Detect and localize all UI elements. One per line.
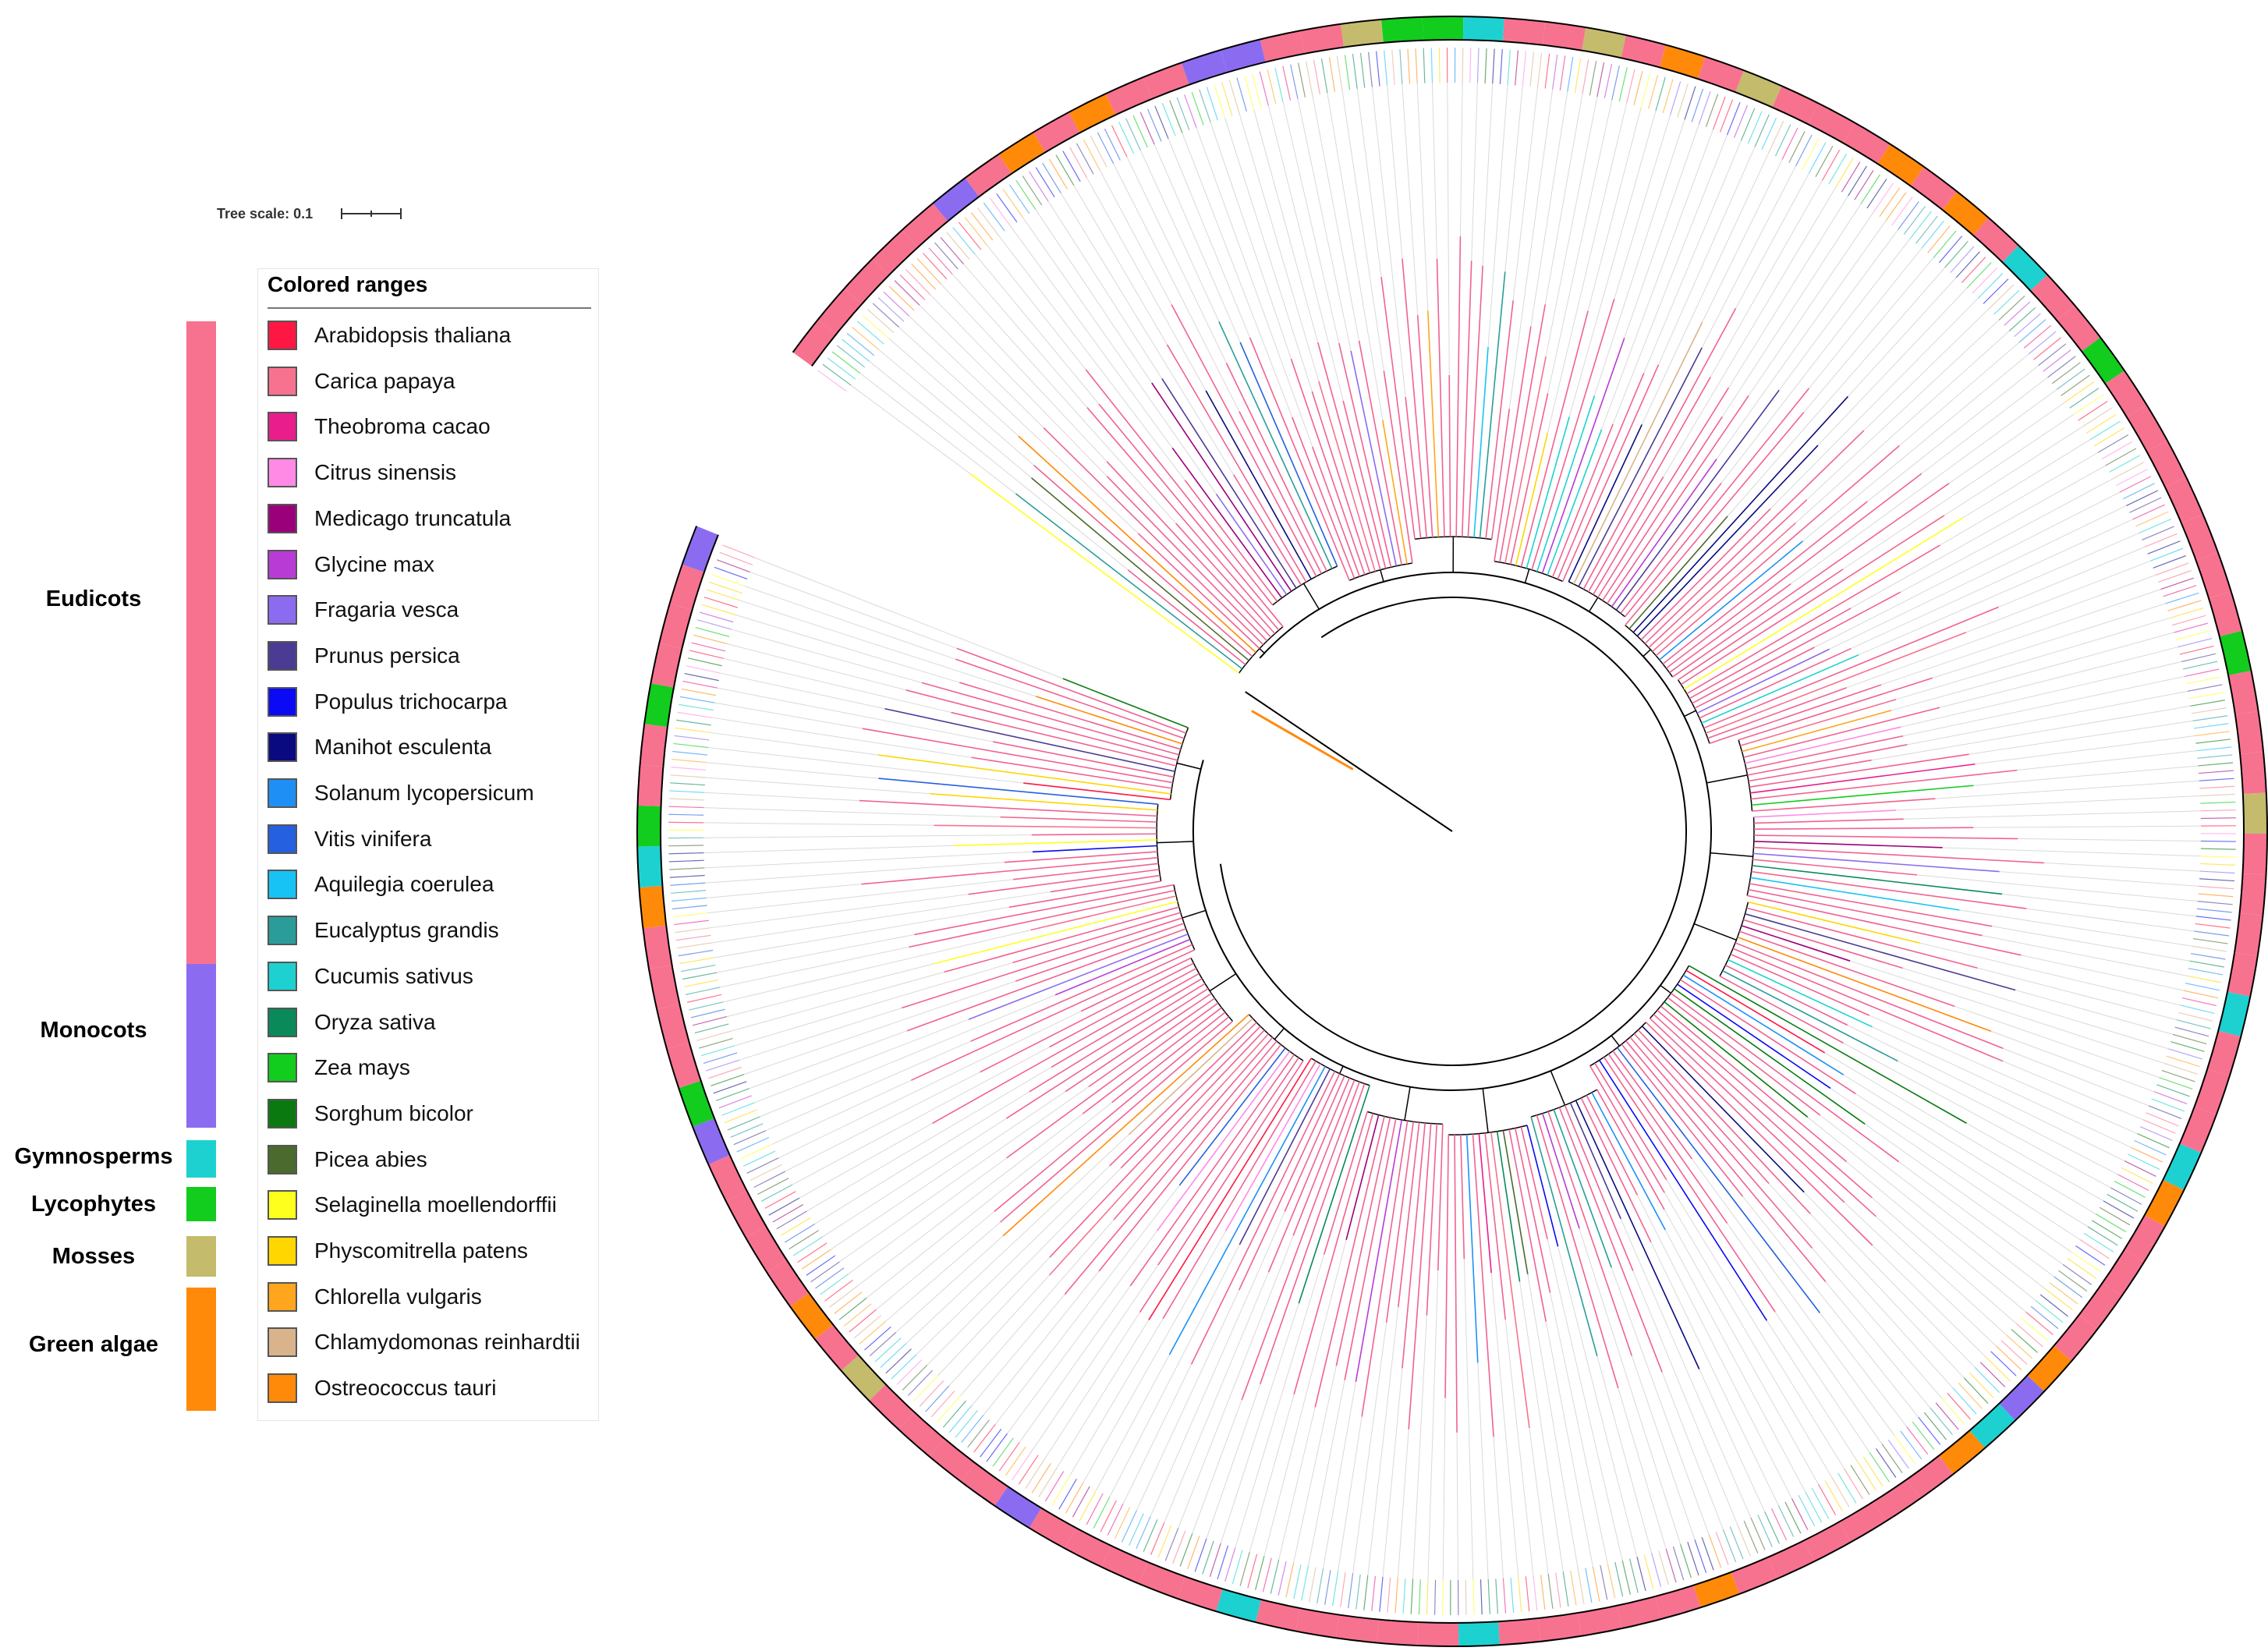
legend-item: Carica papaya [268,365,455,398]
legend-swatch [268,1098,297,1128]
legend-label: Zea mays [314,1055,410,1080]
legend-item: Chlorella vulgaris [268,1281,482,1313]
legend-label: Glycine max [314,551,435,576]
legend-label: Solanum lycopersicum [314,781,534,805]
outer-color-ring [636,16,2268,1647]
legend-swatch [268,549,297,579]
legend-swatch [268,321,297,350]
legend-label: Picea abies [314,1146,427,1171]
legend-swatch [268,1236,297,1266]
legend-swatch [268,412,297,442]
group-label-monocots: Monocots [40,1018,147,1043]
legend-label: Oryza sativa [314,1009,436,1034]
group-bar-monocots [186,964,216,1128]
legend-label: Prunus persica [314,643,460,668]
legend-item: Oryza sativa [268,1006,436,1039]
legend-swatch [268,1007,297,1037]
legend-item: Populus trichocarpa [268,686,507,718]
legend-label: Cucumis sativus [314,963,473,988]
legend-item: Fragaria vesca [268,593,459,626]
legend-label: Selaginella moellendorffii [314,1192,557,1217]
legend-swatch [268,595,297,625]
group-bar-lycophytes [186,1187,216,1221]
legend-label: Theobroma cacao [314,414,491,439]
legend-item: Citrus sinensis [268,456,456,489]
legend-swatch [268,1190,297,1221]
legend-item: Solanum lycopersicum [268,777,534,810]
leaf-labels [668,48,2236,1615]
legend-label: Eucalyptus grandis [314,918,499,943]
legend-item: Arabidopsis thaliana [268,319,511,352]
legend-item: Glycine max [268,548,434,581]
legend-swatch [268,778,297,808]
legend-label: Vitis vinifera [314,826,432,851]
legend-label: Citrus sinensis [314,460,457,485]
legend-label: Aquilegia coerulea [314,872,494,897]
legend-swatch [268,503,297,533]
legend-item: Picea abies [268,1143,427,1176]
legend-item: Vitis vinifera [268,823,431,856]
legend-item: Medicago truncatula [268,502,511,535]
legend-swatch [268,916,297,946]
legend-item: Chlamydomonas reinhardtii [268,1326,580,1359]
legend-divider [268,307,591,309]
group-label-eudicots: Eudicots [45,586,142,611]
group-bar-green-algae [186,1288,216,1411]
legend-title: Colored ranges [268,272,428,296]
legend-swatch [268,1144,297,1174]
legend-label: Fragaria vesca [314,597,459,622]
legend-label: Arabidopsis thaliana [314,323,512,347]
legend-label: Populus trichocarpa [314,689,508,714]
guide-lines [703,83,2201,1580]
tree-branches [859,236,2044,1437]
legend-item: Aquilegia coerulea [268,868,494,901]
tree-scale-label: Tree scale: 0.1 [217,205,314,221]
legend-label: Chlorella vulgaris [314,1284,482,1309]
legend-item: Prunus persica [268,639,460,672]
legend-item: Selaginella moellendorffii [268,1189,557,1221]
legend-label: Sorghum bicolor [314,1100,473,1125]
legend-item: Manihot esculenta [268,731,491,763]
group-label-gymnosperms: Gymnosperms [14,1144,173,1169]
legend-item: Theobroma cacao [268,410,491,443]
legend-swatch [268,732,297,763]
group-label-mosses: Mosses [51,1244,136,1269]
legend-swatch [268,824,297,854]
legend-label: Medicago truncatula [314,505,512,530]
legend-swatch [268,686,297,717]
legend-swatch [268,961,297,991]
legend-swatch [268,1281,297,1312]
legend-swatch [268,640,297,671]
legend-swatch [268,458,297,488]
legend-item: Ostreococcus tauri [268,1372,496,1405]
group-bar-eudicots [186,321,216,992]
legend-swatch [268,366,297,396]
tree-scale-bar [341,208,402,219]
group-label-green-algae: Green algae [28,1332,159,1357]
legend-item: Eucalyptus grandis [268,914,499,947]
legend-swatch [268,870,297,900]
legend-swatch [268,1373,297,1404]
legend-swatch [268,1327,297,1358]
group-bar-mosses [186,1236,216,1277]
legend-label: Physcomitrella patens [314,1238,528,1263]
legend-label: Carica papaya [314,368,455,393]
legend-label: Ostreococcus tauri [314,1376,497,1401]
legend-item: Zea mays [268,1051,410,1084]
legend-item: Physcomitrella patens [268,1235,528,1267]
group-bar-gymnosperms [186,1140,216,1178]
legend-item: Cucumis sativus [268,960,473,993]
legend-label: Manihot esculenta [314,735,492,760]
legend-swatch [268,1053,297,1083]
group-label-lycophytes: Lycophytes [30,1192,157,1217]
legend-item: Sorghum bicolor [268,1097,473,1130]
legend-label: Chlamydomonas reinhardtii [314,1330,580,1355]
